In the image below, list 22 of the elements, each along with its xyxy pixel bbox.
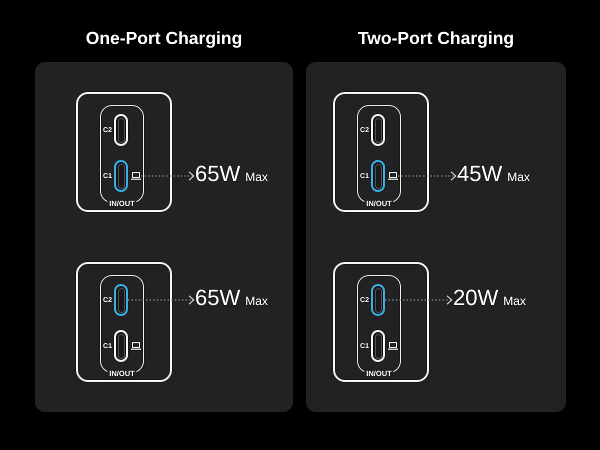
rating-note: Max — [245, 295, 268, 307]
dotted-arrow — [385, 295, 452, 305]
dotted-arrow — [398, 171, 456, 181]
rating-note: Max — [503, 295, 526, 307]
panel-heading: Two-Port Charging — [358, 27, 514, 50]
power-rating: 65W — [195, 287, 240, 309]
panel-heading: One-Port Charging — [86, 27, 242, 50]
port-frame — [100, 275, 144, 379]
rating-note: Max — [507, 171, 530, 183]
charger-outline — [333, 92, 429, 212]
charger-outline — [333, 262, 429, 382]
dotted-arrow — [128, 295, 194, 305]
port-frame — [357, 105, 401, 209]
port-frame — [100, 105, 144, 209]
charger-outline — [76, 262, 172, 382]
dotted-arrow — [141, 171, 194, 181]
power-rating: 45W — [457, 163, 502, 185]
port-frame — [357, 275, 401, 379]
charger-outline — [76, 92, 172, 212]
power-rating: 65W — [195, 163, 240, 185]
rating-note: Max — [245, 171, 268, 183]
power-rating: 20W — [453, 287, 498, 309]
